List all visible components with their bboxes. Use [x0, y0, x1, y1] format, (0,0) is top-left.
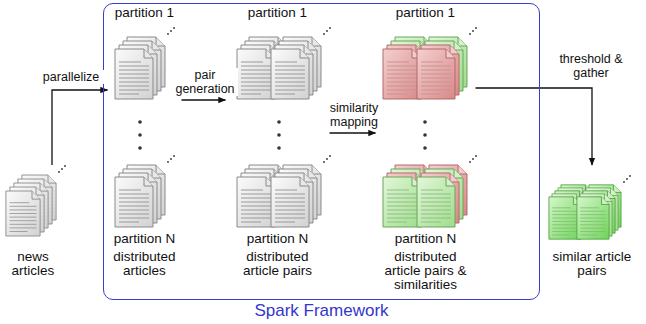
flow-arrow [330, 132, 376, 133]
partition-label: partition N [108, 232, 182, 246]
ellipsis-dot [423, 146, 427, 150]
document-icon [383, 49, 421, 99]
ellipsis-dot [61, 168, 63, 170]
article-stack: news articles [0, 165, 66, 290]
ellipsis-dot [138, 133, 142, 137]
partition-label: partition N [376, 232, 476, 246]
document-icon [237, 177, 275, 227]
document-icon [6, 191, 40, 236]
partition-column: partition 1 partition N distributed articl… [376, 4, 476, 296]
ellipsis-dot [277, 146, 281, 150]
partition-label: partition 1 [376, 6, 476, 20]
spark-framework-frame: Spark Frameworkpartition 1partition Ndis… [103, 3, 540, 300]
edge-label: pair generation [172, 68, 238, 96]
flow-arrow [476, 88, 593, 165]
stage-label: distributed article pairs & similarities [381, 250, 471, 292]
edge-label: parallelize [38, 70, 104, 84]
edge-label: similarity mapping [321, 101, 387, 129]
ellipsis-dot [423, 133, 427, 137]
stage-label: distributed article pairs [233, 250, 323, 278]
frame-title: Spark Framework [222, 301, 422, 321]
flow-arrow [52, 90, 108, 165]
document-icon [115, 177, 153, 227]
ellipsis-dot [323, 33, 325, 35]
ellipsis-dot [469, 161, 471, 163]
partition-column: partition 1 partition N distributed articl… [108, 4, 182, 296]
ellipsis-dot [629, 175, 631, 177]
ellipsis-dot [64, 165, 66, 167]
ellipsis-dot [329, 155, 331, 157]
document-stacks [6, 27, 631, 239]
ellipsis-dot [323, 161, 325, 163]
ellipsis-dot [329, 27, 331, 29]
flow-arrow [182, 99, 226, 100]
edge-label: threshold & gather [555, 52, 627, 80]
ellipsis-dot [277, 133, 281, 137]
document-icon [383, 177, 421, 227]
ellipsis-dot [475, 155, 477, 157]
ellipsis-dot [170, 30, 172, 32]
ellipsis-dot [626, 178, 628, 180]
ellipsis-dot [326, 158, 328, 160]
ellipsis-dot [167, 161, 169, 163]
document-icon [549, 197, 581, 239]
document-icon [237, 49, 275, 99]
ellipsis-dot [170, 158, 172, 160]
ellipsis-dot [423, 120, 427, 124]
ellipsis-dot [138, 120, 142, 124]
ellipsis-dot [173, 155, 175, 157]
stack-label: news articles [0, 250, 66, 278]
stage-label: distributed articles [108, 250, 182, 278]
result-stack: similar article pairs [540, 165, 644, 290]
ellipsis-dot [167, 33, 169, 35]
ellipsis-dot [475, 27, 477, 29]
document-icon [115, 49, 153, 99]
document-icon [271, 49, 309, 99]
ellipsis-dot [326, 30, 328, 32]
ellipsis-dot [469, 33, 471, 35]
document-icon [577, 197, 609, 239]
partition-label: partition 1 [108, 6, 182, 20]
document-icon [271, 177, 309, 227]
partition-column: partition 1 partition N distributed articl… [226, 4, 330, 296]
stack-label: similar article pairs [550, 250, 634, 278]
document-icon [417, 177, 455, 227]
document-icon [417, 49, 455, 99]
ellipsis-dot [472, 158, 474, 160]
ellipsis-dot [58, 171, 60, 173]
partition-label: partition 1 [226, 6, 330, 20]
ellipsis-dot [138, 146, 142, 150]
ellipsis-dot [173, 27, 175, 29]
ellipsis-dot [472, 30, 474, 32]
partition-label: partition N [226, 232, 330, 246]
ellipsis-dot [277, 120, 281, 124]
ellipsis-dot [623, 181, 625, 183]
